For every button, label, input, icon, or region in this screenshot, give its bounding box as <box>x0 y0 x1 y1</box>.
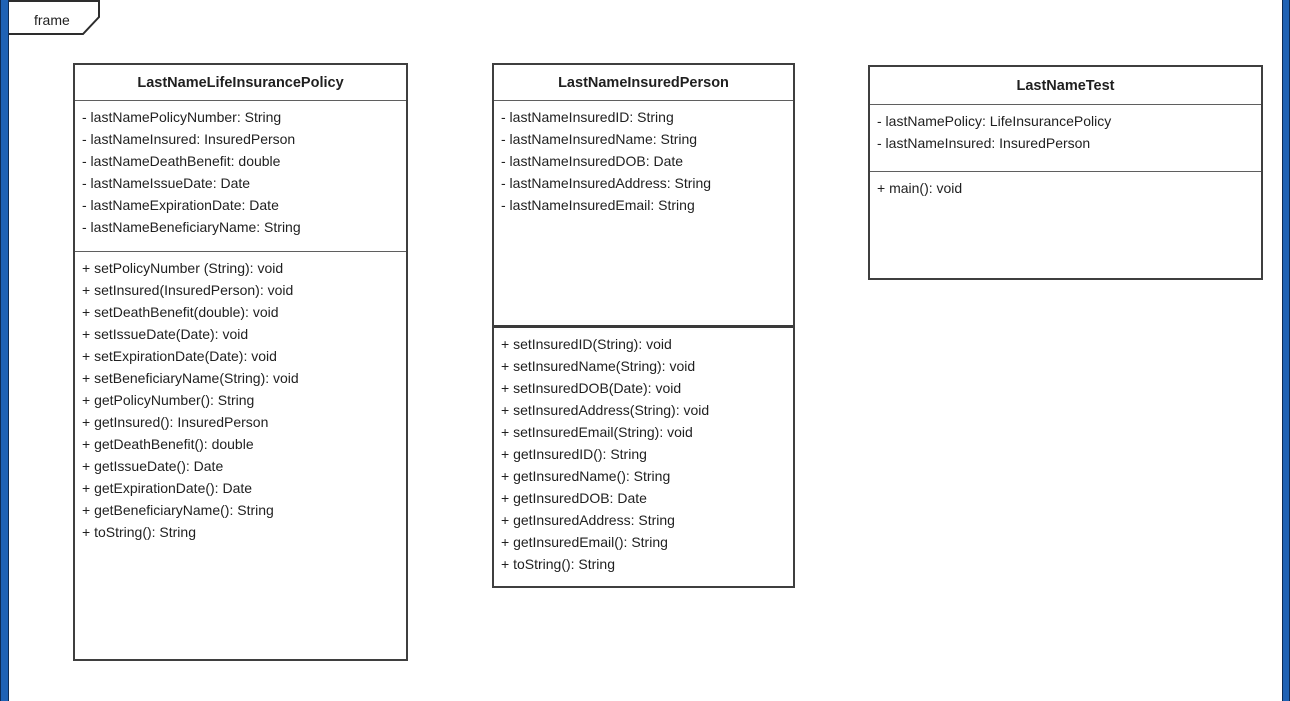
method-line: + setInsuredID(String): void <box>501 336 672 352</box>
method-line: + setDeathBenefit(double): void <box>82 304 279 320</box>
method-line: + setInsuredName(String): void <box>501 358 696 374</box>
attribute-line: - lastNameInsuredName: String <box>501 131 698 147</box>
attribute-line: - lastNameInsured: InsuredPerson <box>82 131 296 147</box>
attribute-line: - lastNamePolicyNumber: String <box>82 109 282 125</box>
attribute-line: - lastNameExpirationDate: Date <box>82 197 279 213</box>
uml-class-insured-person[interactable]: LastNameInsuredPerson - lastNameInsuredI… <box>492 63 795 588</box>
method-line: + setExpirationDate(Date): void <box>82 348 277 364</box>
attribute-line: - lastNameDeathBenefit: double <box>82 153 281 169</box>
class-name: LastNameInsuredPerson <box>494 65 793 101</box>
class-methods: + setPolicyNumber (String): void + setIns… <box>75 251 406 659</box>
method-line: + setIssueDate(Date): void <box>82 326 249 342</box>
method-line: + getBeneficiaryName(): String <box>82 502 274 518</box>
frame-border-right <box>1282 0 1290 701</box>
method-line: + setInsuredEmail(String): void <box>501 424 693 440</box>
method-line: + setInsuredAddress(String): void <box>501 402 710 418</box>
frame-tab-outline <box>9 0 100 35</box>
class-attributes: - lastNameInsuredID: String - lastNameIns… <box>494 101 793 325</box>
uml-class-life-insurance-policy[interactable]: LastNameLifeInsurancePolicy - lastNamePo… <box>73 63 408 661</box>
method-line: + main(): void <box>877 180 963 196</box>
frame-border-left <box>0 0 9 701</box>
uml-class-test[interactable]: LastNameTest - lastNamePolicy: LifeInsur… <box>868 65 1263 280</box>
method-line: + setPolicyNumber (String): void <box>82 260 284 276</box>
method-line: + setInsured(InsuredPerson): void <box>82 282 294 298</box>
attribute-line: - lastNameInsuredAddress: String <box>501 175 712 191</box>
attribute-line: - lastNameInsured: InsuredPerson <box>877 135 1091 151</box>
method-line: + getExpirationDate(): Date <box>82 480 253 496</box>
method-line: + getInsured(): InsuredPerson <box>82 414 269 430</box>
class-methods: + setInsuredID(String): void + setInsured… <box>494 325 793 586</box>
method-line: + getInsuredID(): String <box>501 446 647 462</box>
attribute-line: - lastNameInsuredEmail: String <box>501 197 695 213</box>
method-line: + toString(): String <box>82 524 196 540</box>
frame-tab-label: frame <box>34 12 70 28</box>
method-line: + getInsuredEmail(): String <box>501 534 668 550</box>
class-attributes: - lastNamePolicyNumber: String - lastName… <box>75 101 406 251</box>
method-line: + setBeneficiaryName(String): void <box>82 370 299 386</box>
frame-label-tab[interactable]: frame <box>9 0 103 36</box>
method-line: + getInsuredAddress: String <box>501 512 675 528</box>
method-line: + getDeathBenefit(): double <box>82 436 254 452</box>
method-line: + getInsuredName(): String <box>501 468 671 484</box>
attribute-line: - lastNameIssueDate: Date <box>82 175 251 191</box>
class-attributes: - lastNamePolicy: LifeInsurancePolicy - l… <box>870 105 1261 171</box>
method-line: + getInsuredDOB: Date <box>501 490 647 506</box>
class-methods: + main(): void <box>870 171 1261 278</box>
attribute-line: - lastNamePolicy: LifeInsurancePolicy <box>877 113 1112 129</box>
class-name: LastNameLifeInsurancePolicy <box>75 65 406 101</box>
method-line: + setInsuredDOB(Date): void <box>501 380 682 396</box>
method-line: + toString(): String <box>501 556 615 572</box>
attribute-line: - lastNameInsuredID: String <box>501 109 674 125</box>
attribute-line: - lastNameInsuredDOB: Date <box>501 153 684 169</box>
method-line: + getPolicyNumber(): String <box>82 392 255 408</box>
class-name: LastNameTest <box>870 67 1261 105</box>
attribute-line: - lastNameBeneficiaryName: String <box>82 219 301 235</box>
method-line: + getIssueDate(): Date <box>82 458 224 474</box>
